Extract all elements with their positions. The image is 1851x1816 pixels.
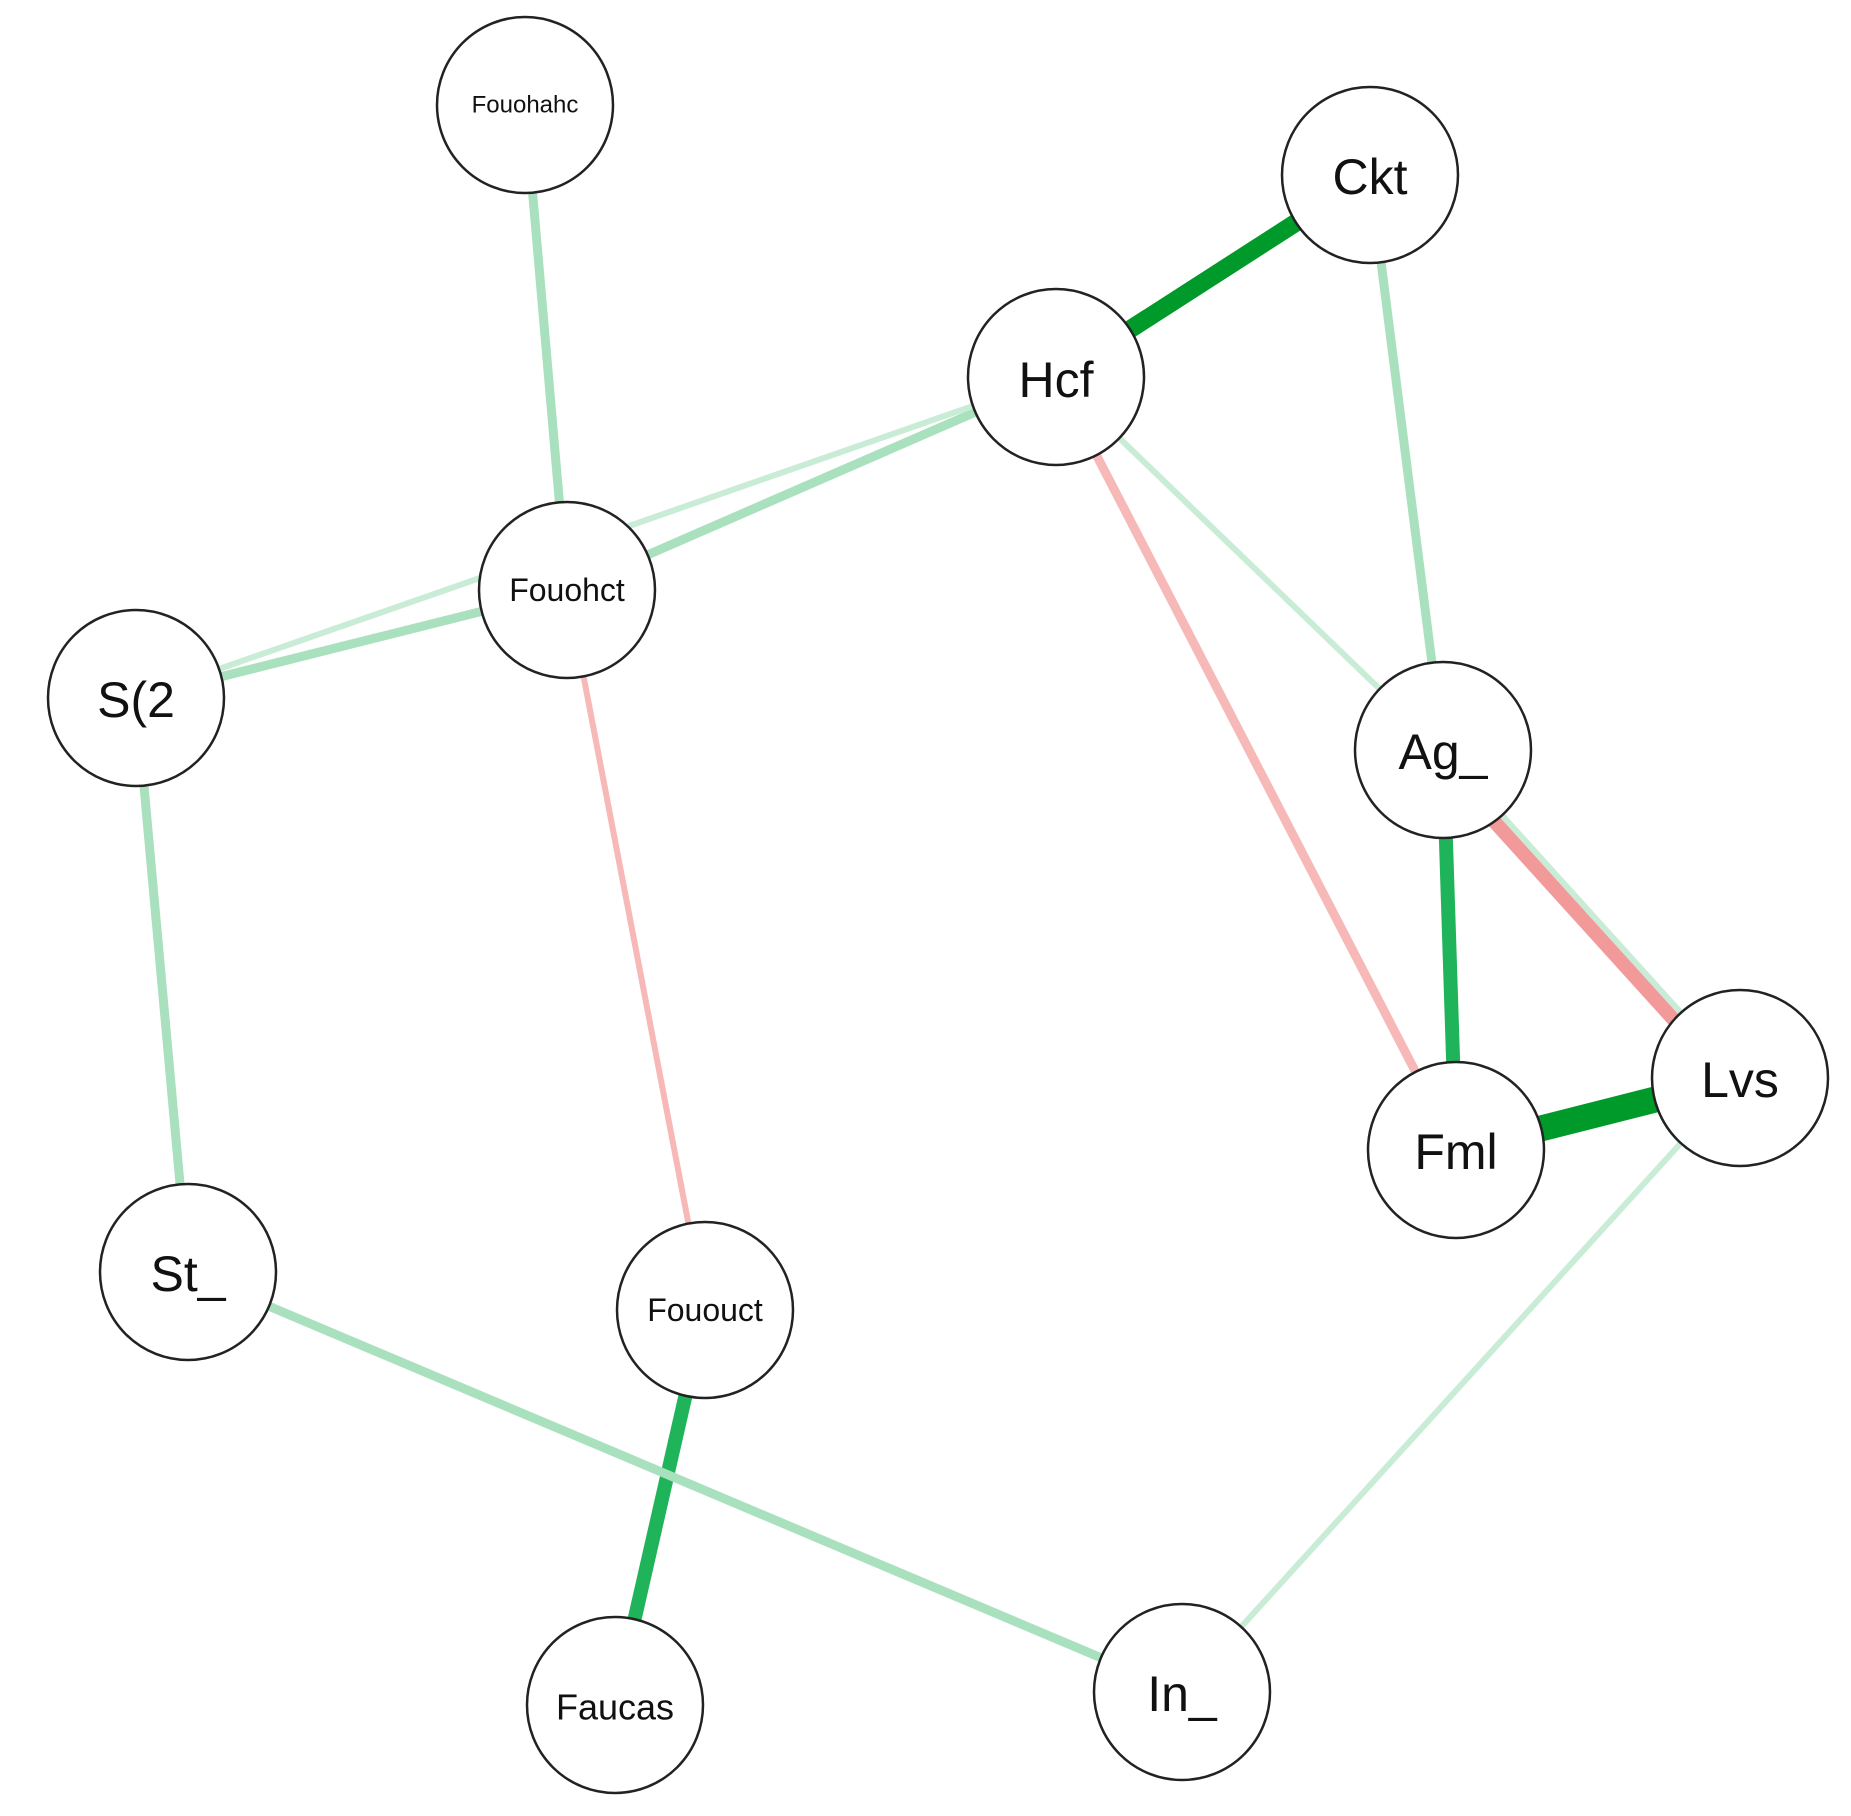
node-circle (1366, 1060, 1546, 1240)
edge-ckt-ag (1365, 174, 1448, 751)
node-fouohahc: Fouohahc (435, 15, 615, 195)
node-label: Fml (1414, 1124, 1497, 1180)
node-ckt: Ckt (1280, 85, 1460, 265)
node-circle (1092, 1602, 1272, 1782)
edge-hcf-fml (1052, 374, 1460, 1153)
node-circle (1353, 660, 1533, 840)
edge-lvs-in (1179, 1075, 1743, 1695)
node-circle (615, 1220, 795, 1400)
node-circle (46, 608, 226, 788)
node-circle (966, 287, 1146, 467)
node-s2: S(2 (46, 608, 226, 788)
nodes-layer: Fouohahc Ckt Hcf Fouohct S(2 Ag_ Lvs (46, 15, 1830, 1795)
node-in: In_ (1092, 1602, 1272, 1782)
node-fouohct: Fouohct (477, 500, 657, 680)
node-label: Hcf (1019, 352, 1094, 408)
edge-s2-st (131, 697, 193, 1273)
node-label: Faucas (556, 1687, 674, 1728)
node-label: S(2 (97, 672, 175, 728)
node-fml: Fml (1366, 1060, 1546, 1240)
node-fououct: Fououct (615, 1220, 795, 1400)
node-circle (435, 15, 615, 195)
node-hcf: Hcf (966, 287, 1146, 467)
node-label: Ckt (1333, 149, 1408, 205)
edges-layer (131, 104, 1744, 1707)
edge-hcf-ag (1053, 374, 1446, 753)
node-st: St_ (98, 1182, 278, 1362)
node-circle (525, 1615, 705, 1795)
node-label: Lvs (1701, 1052, 1779, 1108)
node-faucas: Faucas (525, 1615, 705, 1795)
node-label: Fouohahc (472, 92, 579, 119)
node-circle (477, 500, 657, 680)
node-circle (1280, 85, 1460, 265)
node-circle (1650, 988, 1830, 1168)
node-label: Fouohct (509, 572, 625, 608)
node-label: St_ (150, 1246, 226, 1302)
node-circle (98, 1182, 278, 1362)
edge-st-in (186, 1267, 1184, 1697)
edge-fouohct-fououct (564, 589, 708, 1311)
node-label: Fououct (647, 1292, 763, 1328)
node-lvs: Lvs (1650, 988, 1830, 1168)
node-label: In_ (1147, 1666, 1218, 1722)
node-label: Ag_ (1399, 724, 1489, 780)
node-ag: Ag_ (1353, 660, 1533, 840)
